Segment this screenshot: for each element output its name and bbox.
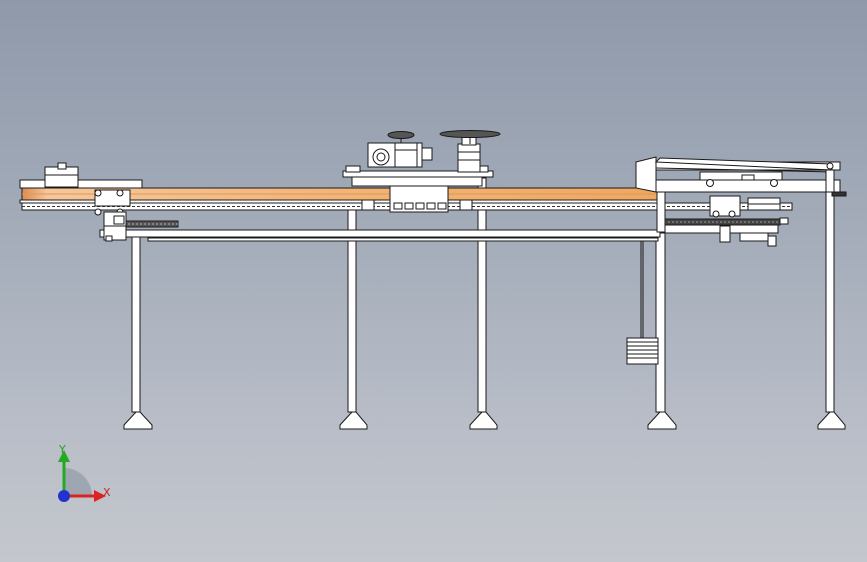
triad-arc xyxy=(64,468,92,496)
counterweight xyxy=(626,337,659,365)
z-axis-icon xyxy=(58,490,70,502)
x-axis-label: X xyxy=(103,486,111,499)
head-end-assembly xyxy=(635,156,847,247)
coordinate-triad xyxy=(58,450,106,502)
y-axis-label: Y xyxy=(59,443,66,456)
conveyor-belt[interactable] xyxy=(19,179,663,204)
support-legs xyxy=(123,177,846,430)
drive-unit xyxy=(342,130,501,213)
tail-end-assembly xyxy=(44,162,131,242)
lower-rails xyxy=(99,223,779,242)
